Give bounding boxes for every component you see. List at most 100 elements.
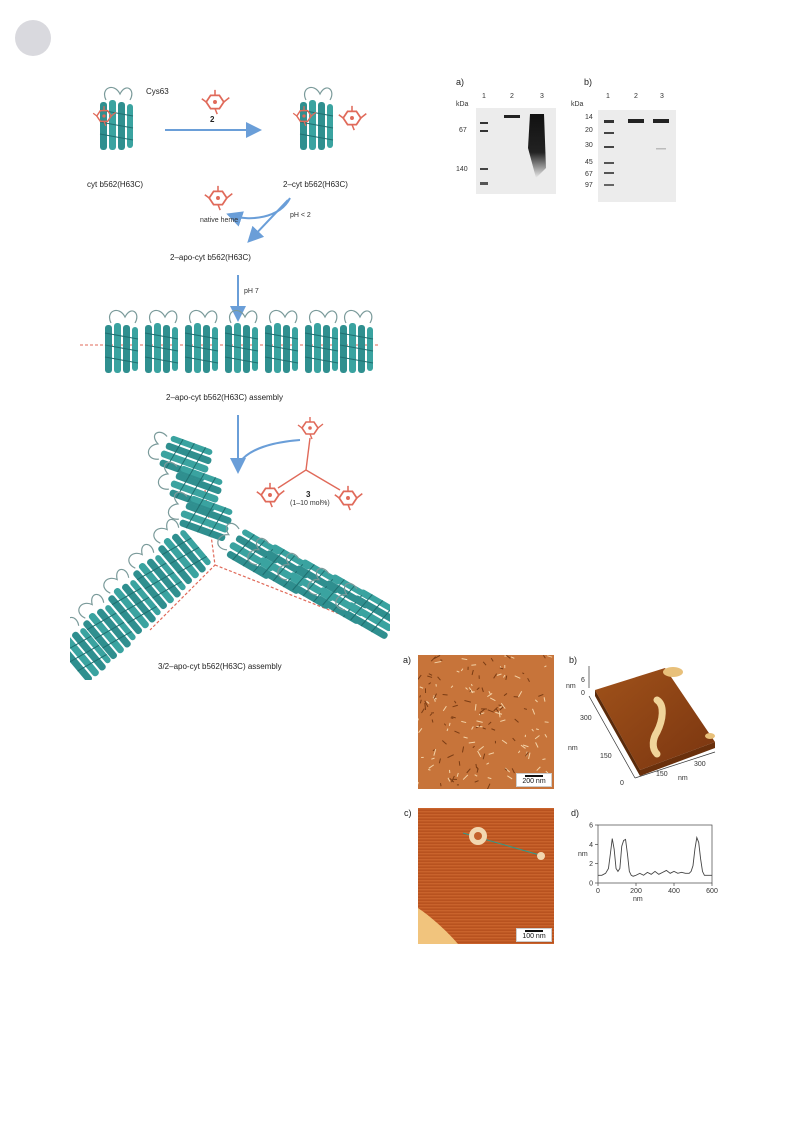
- afm-fibril: [512, 737, 516, 742]
- afm-b-x-unit: nm: [678, 775, 688, 782]
- afm-c-scalebar: 100 nm: [516, 928, 552, 942]
- afm-fibril: [498, 704, 502, 707]
- afm-fibril: [442, 705, 447, 712]
- x-tick-label: 200: [630, 888, 642, 895]
- reagent-3-amount: (1–10 mol%): [290, 500, 330, 507]
- afm-fibril: [527, 677, 530, 683]
- afm-fibril: [464, 700, 471, 703]
- afm-c-scale-label: 100 nm: [522, 933, 546, 940]
- afm-fibril: [432, 749, 436, 752]
- afm-fibril: [480, 708, 486, 713]
- afm-fibril: [418, 727, 423, 733]
- afm-fibril: [446, 728, 449, 732]
- gel-b-lane-3: 3: [660, 93, 664, 100]
- afm-fibril: [429, 713, 432, 716]
- assembly-scheme: [70, 86, 390, 680]
- afm-fibril: [500, 719, 506, 722]
- afm-fibril: [478, 745, 484, 751]
- afm-fibril: [487, 692, 493, 698]
- gel-a-letter: a): [456, 77, 465, 87]
- ph-low-label: pH < 2: [290, 212, 311, 219]
- assembly-branched-label: 3/2–apo-cyt b562(H63C) assembly: [158, 662, 282, 671]
- afm-fibril: [499, 667, 504, 670]
- afm-a-image: 200 nm: [418, 655, 554, 789]
- x-tick-label: 600: [706, 888, 718, 895]
- afm-fibril: [461, 658, 468, 661]
- afm-fibril: [514, 675, 521, 679]
- afm-fibril: [535, 728, 539, 731]
- afm-fibril: [462, 774, 469, 780]
- afm-fibril: [451, 716, 456, 719]
- afm-fibril: [447, 754, 454, 759]
- afm-fibril: [503, 674, 506, 678]
- afm-fibril: [424, 702, 427, 710]
- afm-a-letter: a): [403, 655, 412, 665]
- afm-fibril: [503, 693, 508, 697]
- afm-fibril: [447, 777, 451, 782]
- afm-fibril: [419, 686, 424, 689]
- afm-fibril: [421, 708, 425, 714]
- gel-b-image: [598, 110, 676, 202]
- afm-fibril: [454, 730, 460, 734]
- afm-fibril: [518, 691, 523, 698]
- afm-b-y-unit: nm: [568, 745, 578, 752]
- gel-a-image: [476, 108, 556, 194]
- afm-fibril: [449, 777, 455, 783]
- afm-fibril: [437, 676, 441, 681]
- y-tick-label: 6: [589, 823, 593, 830]
- afm-fibril: [472, 745, 475, 749]
- afm-fibril: [440, 659, 443, 661]
- afm-fibril: [528, 752, 531, 760]
- afm-fibril: [466, 768, 471, 774]
- x-tick-label: 400: [668, 888, 680, 895]
- afm-fibril: [543, 697, 546, 702]
- chart-frame: [597, 824, 713, 884]
- afm-fibril: [428, 769, 431, 771]
- protein-conj-label: 2–cyt b562(H63C): [283, 180, 348, 189]
- afm-fibril: [532, 708, 536, 715]
- afm-fibril: [507, 775, 513, 780]
- afm-fibril: [522, 672, 525, 675]
- afm-fibril: [486, 762, 490, 765]
- afm-fibril: [441, 740, 447, 745]
- afm-fibril: [479, 712, 482, 716]
- series-line-0: [598, 835, 712, 877]
- afm-fibril: [535, 742, 539, 748]
- afm-fibril: [419, 699, 422, 704]
- afm-fibril: [451, 775, 455, 783]
- afm-fibril: [461, 746, 465, 753]
- afm-fibril: [487, 783, 491, 789]
- afm-fibril: [458, 761, 461, 766]
- branched-assembly: [70, 428, 390, 680]
- afm-fibril: [474, 703, 477, 711]
- afm-fibril: [478, 724, 481, 727]
- afm-fibril: [456, 772, 459, 777]
- afm-fibril: [534, 735, 540, 740]
- afm-fibril: [456, 670, 460, 673]
- afm-fibril: [495, 711, 503, 715]
- cys-label: Cys63: [146, 87, 169, 96]
- afm-b-surface: [588, 666, 716, 779]
- afm-fibril: [544, 733, 548, 738]
- afm-b-z-tick-6: 6: [581, 677, 585, 684]
- afm-fibril: [433, 655, 441, 660]
- gel-b-marker-30: 30: [585, 142, 593, 149]
- afm-fibril: [488, 721, 492, 725]
- afm-fibril: [431, 719, 434, 723]
- ph-neutral-label: pH 7: [244, 288, 259, 295]
- afm-fibril: [419, 695, 422, 698]
- apo-label: 2–apo-cyt b562(H63C): [170, 253, 251, 262]
- afm-fibril: [433, 748, 437, 756]
- afm-fibril: [438, 758, 441, 764]
- afm-fibril: [491, 728, 496, 731]
- x-axis-label: nm: [633, 896, 643, 903]
- afm-fibril: [474, 780, 479, 783]
- afm-fibril: [452, 704, 458, 708]
- afm-fibril: [450, 717, 454, 719]
- afm-fibril: [504, 767, 511, 773]
- afm-fibril: [542, 758, 546, 761]
- afm-fibril: [469, 690, 472, 693]
- afm-fibril: [534, 699, 538, 703]
- afm-fibril: [487, 709, 494, 713]
- afm-fibril: [523, 708, 528, 710]
